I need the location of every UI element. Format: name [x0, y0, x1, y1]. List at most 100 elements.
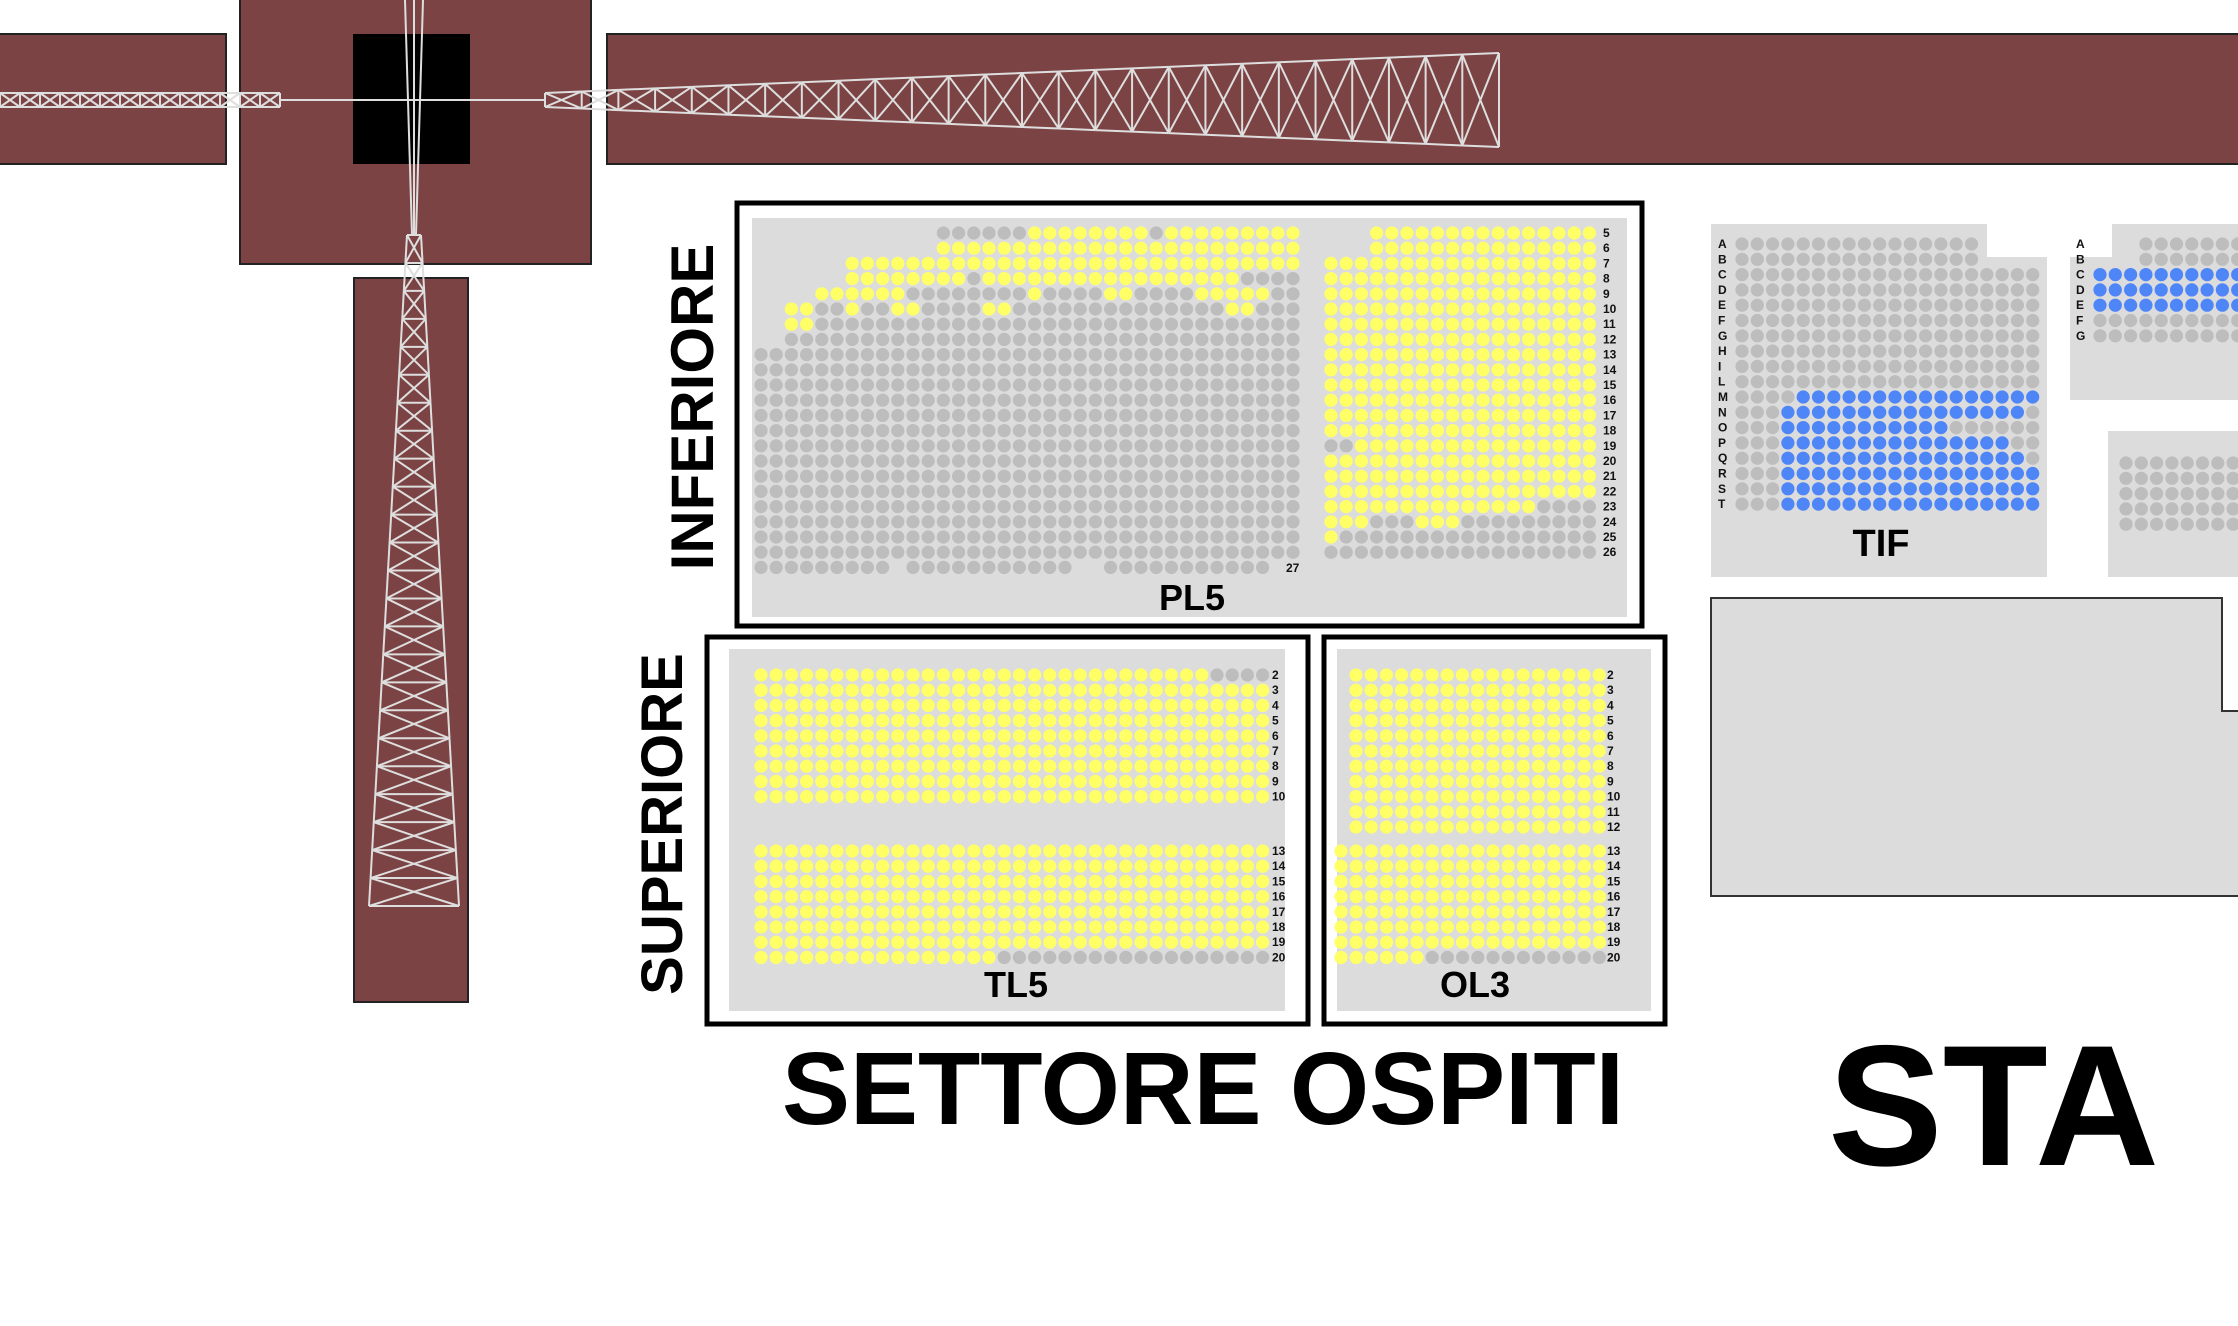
seat-unavailable[interactable]	[997, 530, 1011, 544]
seat-unavailable[interactable]	[754, 515, 768, 529]
seat-available[interactable]	[876, 890, 890, 904]
seat-available[interactable]	[906, 683, 920, 697]
seat-unavailable[interactable]	[1286, 530, 1300, 544]
seat-unavailable[interactable]	[754, 439, 768, 453]
seat-selected[interactable]	[1980, 436, 1994, 450]
seat-unavailable[interactable]	[845, 500, 859, 514]
seat-available[interactable]	[1486, 744, 1500, 758]
seat-unavailable[interactable]	[754, 393, 768, 407]
seat-available[interactable]	[1516, 729, 1530, 743]
seat-available[interactable]	[1446, 484, 1460, 498]
seat-selected[interactable]	[1964, 482, 1979, 496]
seat-available[interactable]	[982, 890, 996, 904]
seat-unavailable[interactable]	[1750, 390, 1764, 404]
seat-unavailable[interactable]	[1225, 317, 1239, 331]
seat-available[interactable]	[1104, 272, 1118, 286]
seat-unavailable[interactable]	[1567, 500, 1581, 514]
seat-unavailable[interactable]	[1058, 302, 1072, 316]
seat-available[interactable]	[1522, 332, 1536, 346]
seat-available[interactable]	[1506, 317, 1520, 331]
seat-available[interactable]	[1430, 424, 1444, 438]
seat-available[interactable]	[1043, 790, 1057, 804]
seat-unavailable[interactable]	[1440, 950, 1454, 965]
seat-available[interactable]	[1119, 874, 1133, 889]
seat-available[interactable]	[1149, 729, 1163, 743]
seat-available[interactable]	[1455, 790, 1469, 804]
seat-available[interactable]	[1522, 408, 1536, 422]
seat-unavailable[interactable]	[860, 484, 875, 498]
seat-unavailable[interactable]	[1271, 545, 1285, 559]
seat-selected[interactable]	[1857, 436, 1871, 450]
seat-available[interactable]	[1395, 744, 1409, 758]
seat-unavailable[interactable]	[1750, 268, 1764, 282]
seat-available[interactable]	[1430, 363, 1444, 377]
seat-unavailable[interactable]	[1210, 332, 1224, 346]
seat-available[interactable]	[845, 714, 859, 728]
seat-available[interactable]	[1370, 378, 1384, 392]
seat-selected[interactable]	[2108, 268, 2122, 282]
seat-available[interactable]	[1456, 935, 1470, 949]
seat-available[interactable]	[1334, 844, 1348, 858]
seat-available[interactable]	[845, 950, 859, 965]
seat-available[interactable]	[1476, 348, 1490, 362]
seat-available[interactable]	[784, 744, 799, 758]
seat-selected[interactable]	[1857, 421, 1871, 435]
seat-available[interactable]	[1104, 935, 1118, 949]
seat-unavailable[interactable]	[1028, 530, 1042, 544]
seat-unavailable[interactable]	[1476, 515, 1490, 529]
seat-available[interactable]	[1043, 668, 1057, 682]
seat-unavailable[interactable]	[1425, 950, 1439, 965]
seat-available[interactable]	[1562, 729, 1576, 743]
seat-available[interactable]	[1592, 820, 1606, 834]
seat-available[interactable]	[1592, 890, 1606, 904]
seat-available[interactable]	[1028, 272, 1042, 286]
seat-unavailable[interactable]	[1058, 287, 1072, 301]
seat-unavailable[interactable]	[1195, 500, 1209, 514]
seat-available[interactable]	[1195, 790, 1209, 804]
seat-available[interactable]	[1522, 424, 1536, 438]
seat-available[interactable]	[1506, 226, 1520, 240]
seat-available[interactable]	[1119, 935, 1133, 949]
seat-available[interactable]	[1501, 744, 1515, 758]
seat-available[interactable]	[1195, 890, 1209, 904]
seat-unavailable[interactable]	[1964, 421, 1979, 435]
seat-unavailable[interactable]	[967, 545, 981, 559]
seat-unavailable[interactable]	[1119, 439, 1133, 453]
seat-unavailable[interactable]	[1385, 545, 1399, 559]
seat-unavailable[interactable]	[1857, 237, 1871, 251]
seat-available[interactable]	[1339, 348, 1353, 362]
seat-available[interactable]	[1195, 935, 1209, 949]
seat-unavailable[interactable]	[1043, 302, 1057, 316]
seat-unavailable[interactable]	[1964, 313, 1979, 328]
seat-available[interactable]	[1415, 424, 1429, 438]
seat-unavailable[interactable]	[784, 408, 799, 422]
seat-available[interactable]	[1415, 515, 1429, 529]
seat-available[interactable]	[1364, 668, 1378, 682]
seat-selected[interactable]	[1827, 390, 1841, 404]
seat-unavailable[interactable]	[1195, 393, 1209, 407]
seat-unavailable[interactable]	[1766, 451, 1780, 465]
seat-unavailable[interactable]	[1119, 378, 1133, 392]
seat-unavailable[interactable]	[1271, 348, 1285, 362]
seat-available[interactable]	[1349, 744, 1363, 758]
seat-unavailable[interactable]	[1088, 408, 1102, 422]
seat-unavailable[interactable]	[1180, 363, 1194, 377]
seat-available[interactable]	[997, 729, 1011, 743]
seat-available[interactable]	[952, 844, 966, 858]
seat-unavailable[interactable]	[1995, 313, 2009, 328]
seat-available[interactable]	[800, 935, 814, 949]
seat-available[interactable]	[1380, 920, 1394, 934]
seat-available[interactable]	[891, 950, 905, 965]
seat-unavailable[interactable]	[1750, 482, 1764, 496]
seat-selected[interactable]	[1796, 421, 1810, 435]
seat-available[interactable]	[952, 759, 966, 773]
seat-available[interactable]	[1430, 439, 1444, 453]
seat-selected[interactable]	[1827, 482, 1841, 496]
seat-unavailable[interactable]	[2215, 313, 2229, 328]
seat-available[interactable]	[1104, 714, 1118, 728]
seat-available[interactable]	[1552, 272, 1566, 286]
seat-available[interactable]	[1456, 844, 1470, 858]
seat-unavailable[interactable]	[1781, 268, 1795, 282]
seat-available[interactable]	[1531, 774, 1545, 789]
seat-unavailable[interactable]	[1119, 363, 1133, 377]
